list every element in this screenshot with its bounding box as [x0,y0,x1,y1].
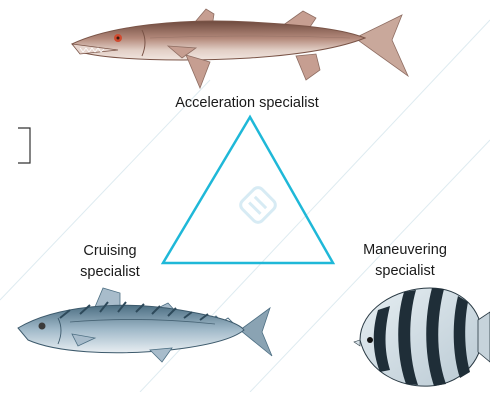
label-cruising-line2: specialist [80,264,140,280]
label-cruising-line1: Cruising [83,243,136,259]
butterflyfish-icon [354,288,490,386]
barracuda-icon [72,9,408,88]
label-maneuvering-line1: Maneuvering [363,242,447,258]
bracket-mark [18,128,30,163]
watermark-logo [238,185,278,225]
specialization-triangle [163,117,333,263]
label-maneuvering-line2: specialist [375,263,435,279]
mackerel-icon [18,288,272,362]
label-acceleration: Acceleration specialist [175,95,318,111]
